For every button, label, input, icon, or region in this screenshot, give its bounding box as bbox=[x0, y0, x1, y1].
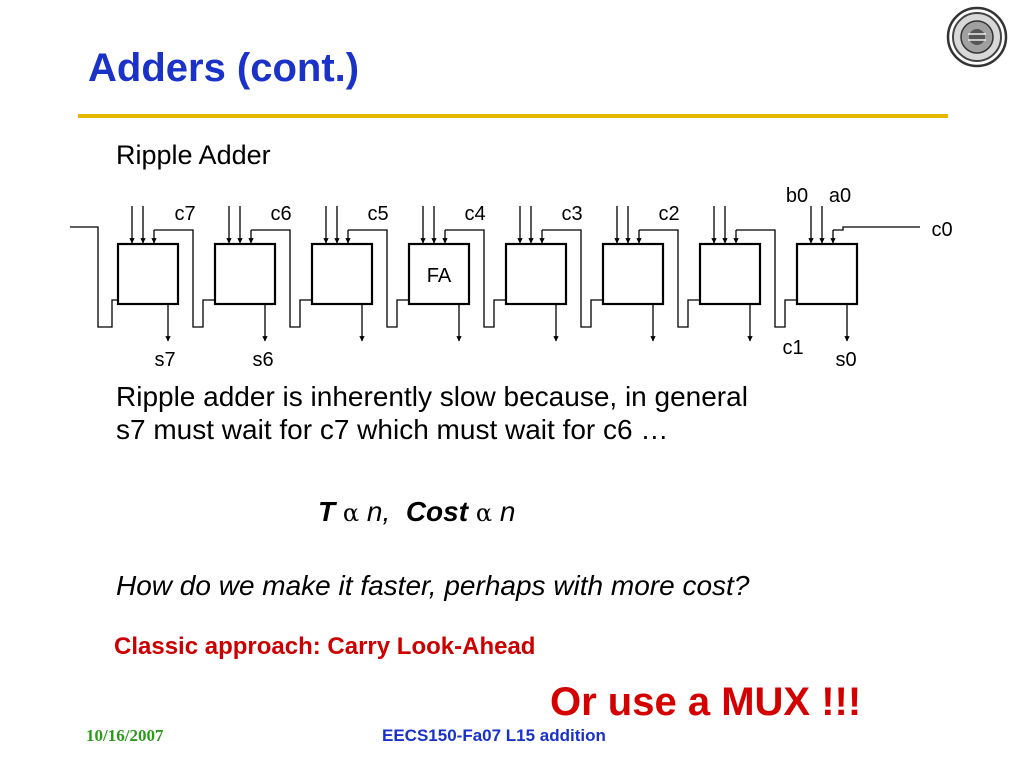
sum-label-s6: s6 bbox=[252, 349, 273, 371]
carry-path-2 bbox=[639, 229, 700, 328]
mux-note: Or use a MUX !!! bbox=[550, 680, 862, 724]
university-seal-icon bbox=[946, 6, 1008, 68]
full-adder-block-5 bbox=[310, 242, 374, 306]
diagram-subtitle: Ripple Adder bbox=[116, 140, 271, 170]
carry-in-label: c0 bbox=[931, 219, 952, 241]
ripple-explanation: Ripple adder is inherently slow because,… bbox=[116, 380, 748, 446]
carry-path-4 bbox=[445, 229, 506, 328]
formula-alpha-1: α bbox=[342, 499, 360, 527]
carry-in-c0-wire bbox=[833, 226, 920, 231]
carry-out-wire bbox=[70, 226, 118, 328]
footer-course: EECS150-Fa07 L15 addition bbox=[382, 726, 606, 745]
full-adder-block-1 bbox=[698, 242, 762, 306]
input-label-a0: a0 bbox=[829, 185, 851, 207]
formula-t: T bbox=[318, 496, 336, 527]
full-adder-block-6 bbox=[213, 242, 277, 306]
input-label-b0: b0 bbox=[786, 185, 808, 207]
faster-question: How do we make it faster, perhaps with m… bbox=[116, 570, 750, 601]
complexity-formula: T α n, Cost α n bbox=[318, 496, 515, 528]
carry-out-label: c1 bbox=[782, 337, 803, 359]
full-adder-block-3 bbox=[504, 242, 568, 306]
carry-path-5 bbox=[348, 229, 409, 328]
sum-label-s0: s0 bbox=[835, 349, 856, 371]
formula-n-2: n bbox=[499, 496, 516, 527]
carry-label-c3: c3 bbox=[561, 203, 582, 225]
carry-label-c5: c5 bbox=[367, 203, 388, 225]
carry-label-c4: c4 bbox=[464, 203, 485, 225]
explanation-line-2: s7 must wait for c7 which must wait for … bbox=[116, 414, 669, 445]
footer-date: 10/16/2007 bbox=[86, 726, 164, 745]
carry-label-c2: c2 bbox=[658, 203, 679, 225]
formula-n-1: n, bbox=[366, 496, 391, 527]
carry-path-3 bbox=[542, 229, 603, 328]
carry-lookahead-note: Classic approach: Carry Look-Ahead bbox=[114, 633, 536, 660]
carry-label-c7: c7 bbox=[174, 203, 195, 225]
carry-label-c6: c6 bbox=[270, 203, 291, 225]
formula-cost: Cost bbox=[405, 496, 469, 527]
slide-title: Adders (cont.) bbox=[88, 46, 360, 90]
ripple-adder-diagram: c7 c6 c5 c4 c3 c2 b0 a0 c0 c1 s7 s6 s0 FA bbox=[70, 185, 953, 371]
explanation-line-1: Ripple adder is inherently slow because,… bbox=[116, 381, 748, 412]
full-adder-block-0 bbox=[795, 242, 859, 306]
full-adder-label: FA bbox=[427, 265, 452, 287]
title-rule bbox=[78, 114, 948, 118]
full-adder-block-7 bbox=[116, 242, 180, 306]
full-adder-block-2 bbox=[601, 242, 665, 306]
carry-path-7 bbox=[154, 229, 215, 328]
full-adder-block-4 bbox=[407, 242, 471, 306]
carry-path-1 bbox=[736, 229, 797, 328]
carry-path-6 bbox=[251, 229, 312, 328]
sum-label-s7: s7 bbox=[154, 349, 175, 371]
formula-alpha-2: α bbox=[475, 499, 493, 527]
